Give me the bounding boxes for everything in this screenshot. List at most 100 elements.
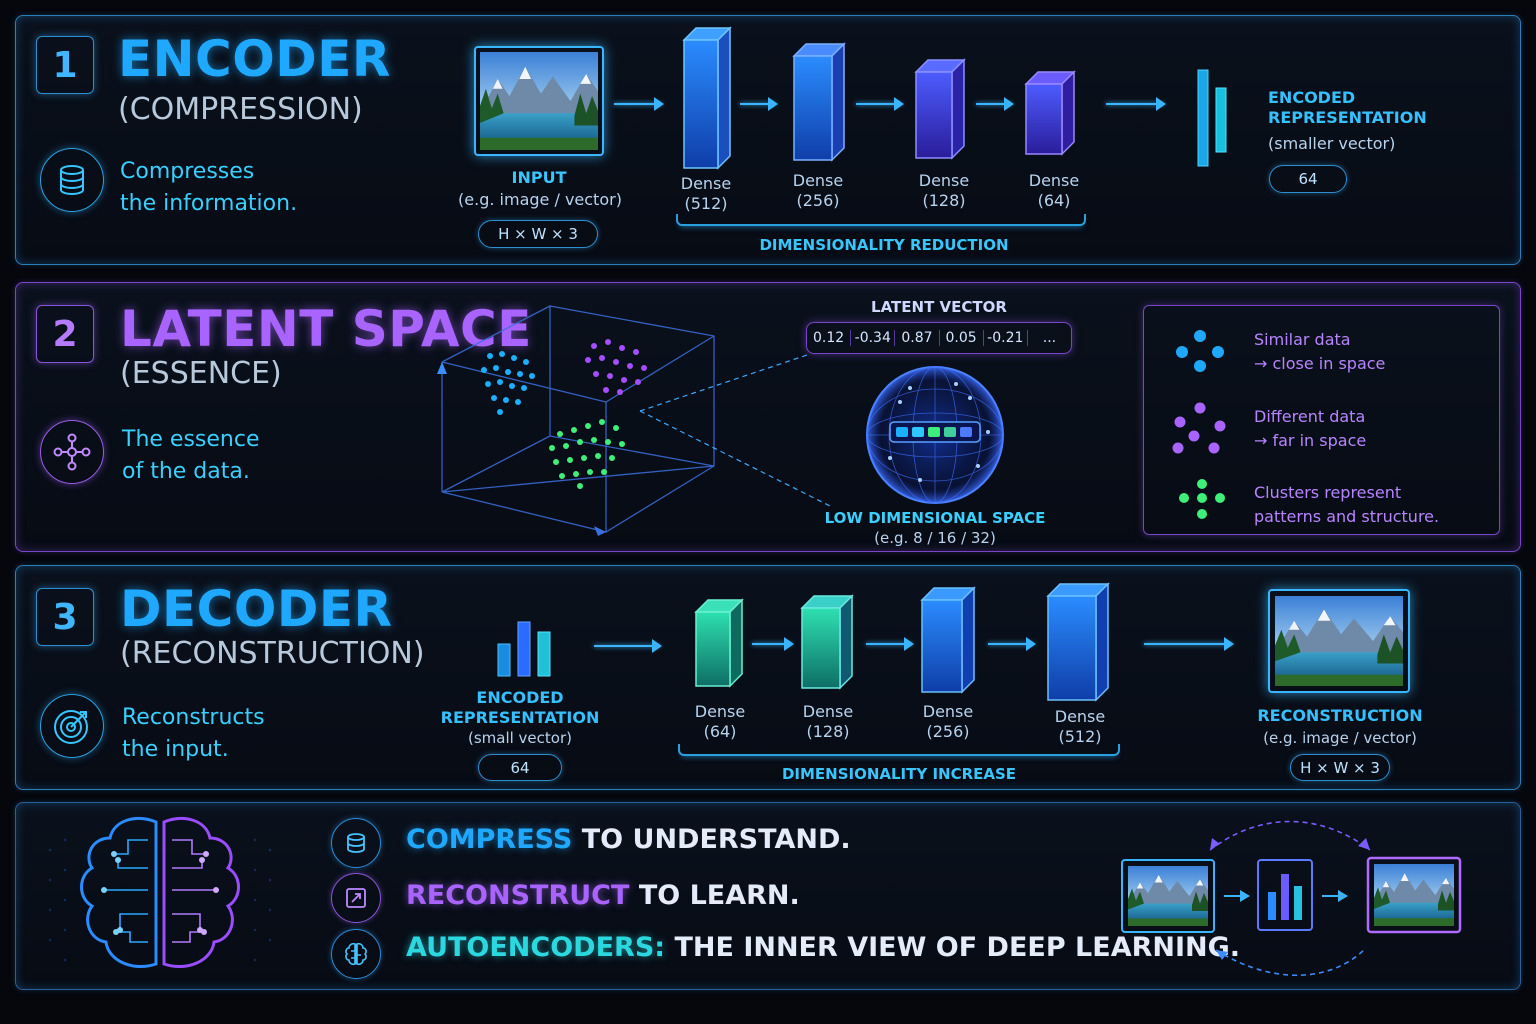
label-line: ENCODED [476, 688, 564, 707]
layer-size: (128) [922, 191, 966, 210]
encoder-layer-1-label: Dense (512) [666, 174, 746, 214]
latent-value: -0.21 [984, 330, 1028, 346]
layer-name: Dense [922, 702, 974, 721]
reconstruction-image [1268, 589, 1410, 693]
summary-panel [15, 802, 1521, 990]
summary-keyword-3: AUTOENCODERS: [406, 932, 666, 963]
dense-block-128 [914, 58, 966, 160]
encoder-step-number: 1 [36, 36, 94, 94]
layer-size: (512) [684, 194, 728, 213]
reconstruction-sub: (e.g. image / vector) [1263, 729, 1417, 747]
encoded-rep-sub: (smaller vector) [1268, 134, 1396, 153]
arrow [1144, 637, 1234, 651]
summary-keyword-2: RECONSTRUCT [406, 880, 630, 911]
decoder-desc-line1: Reconstructs [122, 705, 265, 730]
decoder-input-sub: (small vector) [467, 729, 572, 747]
latent-vector: 0.12 -0.34 0.87 0.05 -0.21 ... [806, 322, 1072, 354]
decoder-layer-1-label: Dense (64) [680, 702, 760, 742]
label-line: REPRESENTATION [440, 708, 600, 727]
legend-line: → close in space [1254, 354, 1386, 373]
latent-desc-line1: The essence [122, 427, 260, 452]
encoder-description: Compresses the information. [120, 156, 297, 220]
latent-desc-line2: of the data. [122, 459, 250, 484]
legend-line: patterns and structure. [1254, 507, 1440, 526]
increase-label: DIMENSIONALITY INCREASE [781, 765, 1017, 783]
latent-title: LATENT SPACE [120, 300, 532, 358]
arrow [752, 637, 794, 651]
layer-name: Dense [1028, 171, 1080, 190]
decoder-layer-3-label: Dense (256) [908, 702, 988, 742]
legend-line: Clusters represent [1254, 483, 1402, 502]
layer-size: (64) [703, 722, 737, 741]
summary-line-1: COMPRESS TO UNDERSTAND. [406, 824, 851, 855]
autoencoder-loop-diagram [1121, 820, 1462, 977]
latent-vector-label: LATENT VECTOR [871, 298, 1007, 316]
reduction-label: DIMENSIONALITY REDUCTION [759, 236, 1009, 254]
legend-clusters: Clusters represent patterns and structur… [1254, 481, 1439, 529]
legend-line: Different data [1254, 407, 1366, 426]
arrow [866, 637, 914, 651]
decoder-block-64 [694, 598, 744, 688]
layer-name: Dense [792, 171, 844, 190]
similar-dots-icon [1176, 330, 1224, 372]
arrow [988, 637, 1036, 651]
latent-value: 0.12 [807, 330, 852, 346]
layers-icon [331, 818, 381, 868]
decoder-layer-2-label: Dense (128) [788, 702, 868, 742]
label-line: ENCODED [1268, 88, 1356, 107]
latent-description: The essence of the data. [122, 424, 259, 488]
reconstruction-label: RECONSTRUCTION [1257, 706, 1423, 725]
latent-panel [15, 282, 1521, 552]
latent-space-cube [437, 305, 831, 536]
increase-brace [678, 744, 1120, 756]
layer-size: (64) [1037, 191, 1071, 210]
decoder-step-number: 3 [36, 588, 94, 646]
legend-line: Similar data [1254, 330, 1351, 349]
low-dim-label: LOW DIMENSIONAL SPACE [824, 509, 1046, 527]
layer-name: Dense [802, 702, 854, 721]
encoder-subtitle: (COMPRESSION) [118, 92, 363, 127]
legend-line: → far in space [1254, 431, 1367, 450]
latent-subtitle: (ESSENCE) [120, 356, 282, 391]
decoder-block-512 [1046, 582, 1110, 702]
latent-value: 0.05 [940, 330, 984, 346]
reduction-brace [676, 214, 1086, 226]
decoder-title: DECODER [120, 580, 393, 638]
decoder-layer-4-label: Dense (512) [1040, 707, 1120, 747]
arrow [856, 97, 904, 111]
layer-name: Dense [1054, 707, 1106, 726]
database-icon [40, 148, 104, 212]
summary-line-2: RECONSTRUCT TO LEARN. [406, 880, 800, 911]
latent-sphere [866, 366, 1004, 504]
dense-block-64 [1024, 70, 1076, 156]
label-line: REPRESENTATION [1268, 108, 1427, 127]
decoder-input-label: ENCODED REPRESENTATION [440, 688, 600, 728]
decoder-block-256 [920, 586, 976, 694]
arrow [594, 639, 662, 653]
encoder-input-sub: (e.g. image / vector) [458, 190, 622, 209]
dense-block-256 [792, 42, 846, 162]
decoder-description: Reconstructs the input. [122, 702, 265, 766]
layer-size: (256) [926, 722, 970, 741]
different-dots-icon [1172, 402, 1226, 454]
encoder-desc-line2: the information. [120, 191, 298, 216]
arrow [614, 97, 664, 111]
encoder-input-label: INPUT [511, 168, 567, 187]
encoder-layer-4-label: Dense (64) [1014, 171, 1094, 211]
encoder-panel [15, 15, 1521, 265]
arrow [740, 97, 778, 111]
cluster-dots-icon [1179, 479, 1225, 519]
layer-name: Dense [694, 702, 746, 721]
encoded-vector-icon [1197, 69, 1227, 167]
encoder-layer-3-label: Dense (128) [904, 171, 984, 211]
decoder-subtitle: (RECONSTRUCTION) [120, 636, 425, 671]
latent-value: ... [1042, 330, 1057, 346]
layer-size: (256) [796, 191, 840, 210]
target-icon [40, 694, 104, 758]
layer-size: (512) [1058, 727, 1102, 746]
brain-circuit-icon [48, 817, 272, 969]
dense-block-512 [682, 26, 732, 170]
decoder-input-bars-icon [497, 621, 551, 677]
encoder-desc-line1: Compresses [120, 159, 255, 184]
arrow [976, 97, 1014, 111]
